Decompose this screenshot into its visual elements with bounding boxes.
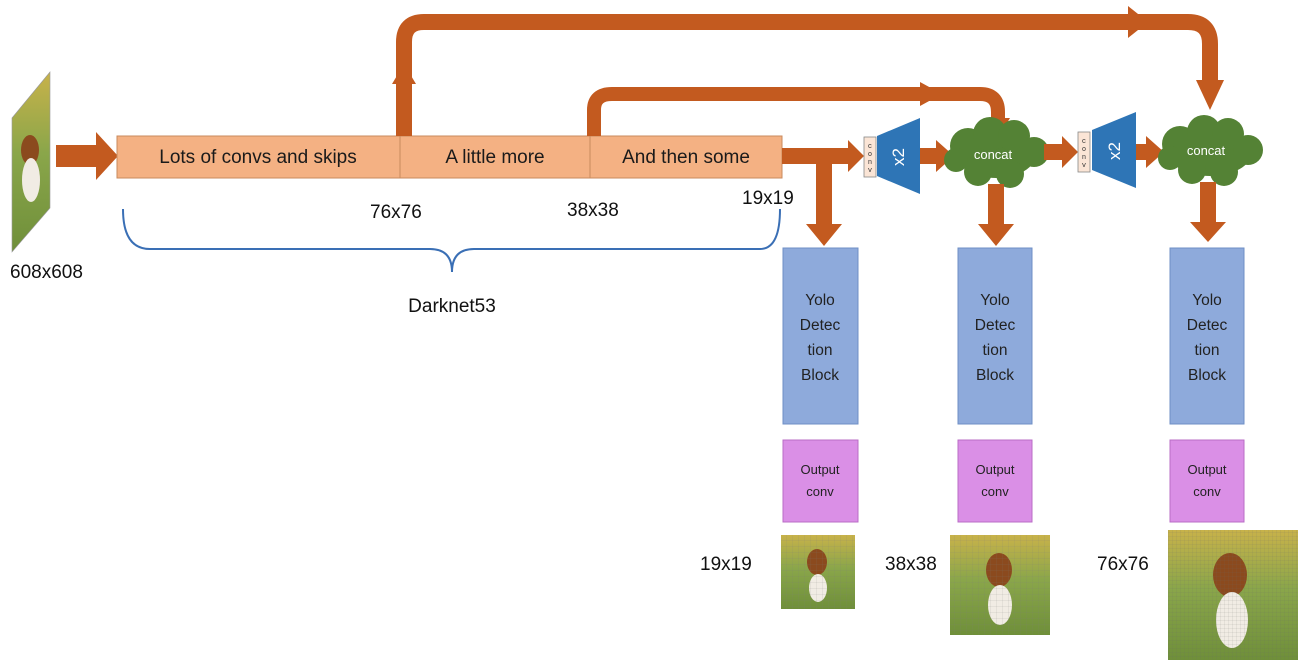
output-conv-block-1: Output conv bbox=[782, 439, 859, 523]
input-arrow bbox=[56, 132, 118, 180]
conv-mini-block-2 bbox=[1077, 131, 1091, 173]
backbone-block-2 bbox=[399, 135, 591, 179]
svg-text:Detec: Detec bbox=[975, 317, 1016, 334]
svg-text:Output: Output bbox=[1187, 462, 1226, 477]
svg-text:Block: Block bbox=[801, 367, 839, 384]
svg-text:tion: tion bbox=[808, 342, 833, 359]
upsample-2-label: x2 bbox=[1105, 142, 1124, 160]
backbone-blocks: Lots of convs and skips A little more An… bbox=[116, 135, 783, 179]
svg-text:c: c bbox=[1082, 138, 1086, 146]
input-size-label: 608x608 bbox=[10, 262, 83, 283]
svg-text:n: n bbox=[1082, 154, 1086, 162]
backbone-block-3-label: And then some bbox=[622, 147, 750, 168]
yolo-detection-block-1: Yolo Detec tion Block bbox=[782, 247, 859, 425]
yolo-detection-block-2: Yolo Detec tion Block bbox=[957, 247, 1033, 425]
upsample-trapezoid-2 bbox=[1092, 112, 1136, 188]
concat-2-label: concat bbox=[1187, 143, 1226, 158]
svg-text:v: v bbox=[1082, 162, 1086, 170]
arrow-to-upsample-2 bbox=[1044, 136, 1078, 168]
upsample-trapezoid-1 bbox=[877, 118, 920, 194]
scale-label-76: 76x76 bbox=[370, 202, 422, 223]
upsample-block-2: c o n v x2 bbox=[1077, 112, 1136, 188]
arrow-to-yolo-2 bbox=[978, 184, 1014, 246]
arrow-to-yolo-1 bbox=[806, 164, 842, 246]
arrow-to-concat-2 bbox=[1136, 136, 1164, 168]
svg-text:Block: Block bbox=[1188, 367, 1226, 384]
svg-text:c: c bbox=[868, 143, 872, 151]
output-scale-label-38: 38x38 bbox=[885, 554, 937, 575]
arrow-to-upsample-1 bbox=[782, 140, 864, 172]
arrow-to-yolo-3 bbox=[1190, 182, 1226, 242]
svg-text:Yolo: Yolo bbox=[805, 292, 835, 309]
scale-label-19: 19x19 bbox=[742, 188, 794, 209]
svg-text:conv: conv bbox=[1193, 484, 1221, 499]
darknet53-brace bbox=[122, 208, 781, 273]
svg-text:Output: Output bbox=[975, 462, 1014, 477]
output-image-76 bbox=[1168, 530, 1298, 660]
concat-1-label: concat bbox=[974, 147, 1013, 162]
svg-text:o: o bbox=[1082, 146, 1086, 154]
svg-text:conv: conv bbox=[806, 484, 834, 499]
backbone-block-1-label: Lots of convs and skips bbox=[159, 147, 357, 168]
svg-text:Block: Block bbox=[976, 367, 1014, 384]
backbone-block-2-label: A little more bbox=[445, 147, 544, 168]
dog-head-shape bbox=[21, 135, 39, 165]
yolo-detection-block-3: Yolo Detec tion Block bbox=[1169, 247, 1245, 425]
skip-connection-76 bbox=[392, 6, 1224, 136]
scale-label-38: 38x38 bbox=[567, 200, 619, 221]
svg-text:Yolo: Yolo bbox=[1192, 292, 1222, 309]
svg-text:tion: tion bbox=[1195, 342, 1220, 359]
input-image bbox=[11, 71, 51, 253]
output-scale-label-19: 19x19 bbox=[700, 554, 752, 575]
concat-cloud-1: concat bbox=[944, 117, 1049, 188]
svg-text:v: v bbox=[868, 167, 872, 175]
conv-mini-block-1 bbox=[863, 136, 877, 178]
svg-text:Yolo: Yolo bbox=[980, 292, 1010, 309]
darknet53-label: Darknet53 bbox=[408, 296, 496, 317]
svg-text:tion: tion bbox=[983, 342, 1008, 359]
svg-text:conv: conv bbox=[981, 484, 1009, 499]
backbone-block-1 bbox=[116, 135, 401, 179]
output-image-19 bbox=[781, 535, 855, 609]
svg-text:o: o bbox=[868, 151, 872, 159]
svg-text:Output: Output bbox=[800, 462, 839, 477]
output-conv-block-3: Output conv bbox=[1169, 439, 1245, 523]
svg-text:n: n bbox=[868, 159, 872, 167]
output-scale-label-76: 76x76 bbox=[1097, 554, 1149, 575]
dog-body-shape bbox=[22, 158, 40, 202]
svg-text:Detec: Detec bbox=[800, 317, 841, 334]
skip-connection-38 bbox=[587, 82, 1010, 138]
output-image-38 bbox=[950, 535, 1050, 635]
output-conv-block-2: Output conv bbox=[957, 439, 1033, 523]
svg-text:Detec: Detec bbox=[1187, 317, 1228, 334]
upsample-block-1: c o n v x2 bbox=[863, 118, 920, 194]
backbone-block-3 bbox=[589, 135, 783, 179]
concat-cloud-2: concat bbox=[1158, 115, 1263, 186]
upsample-1-label: x2 bbox=[889, 148, 908, 166]
